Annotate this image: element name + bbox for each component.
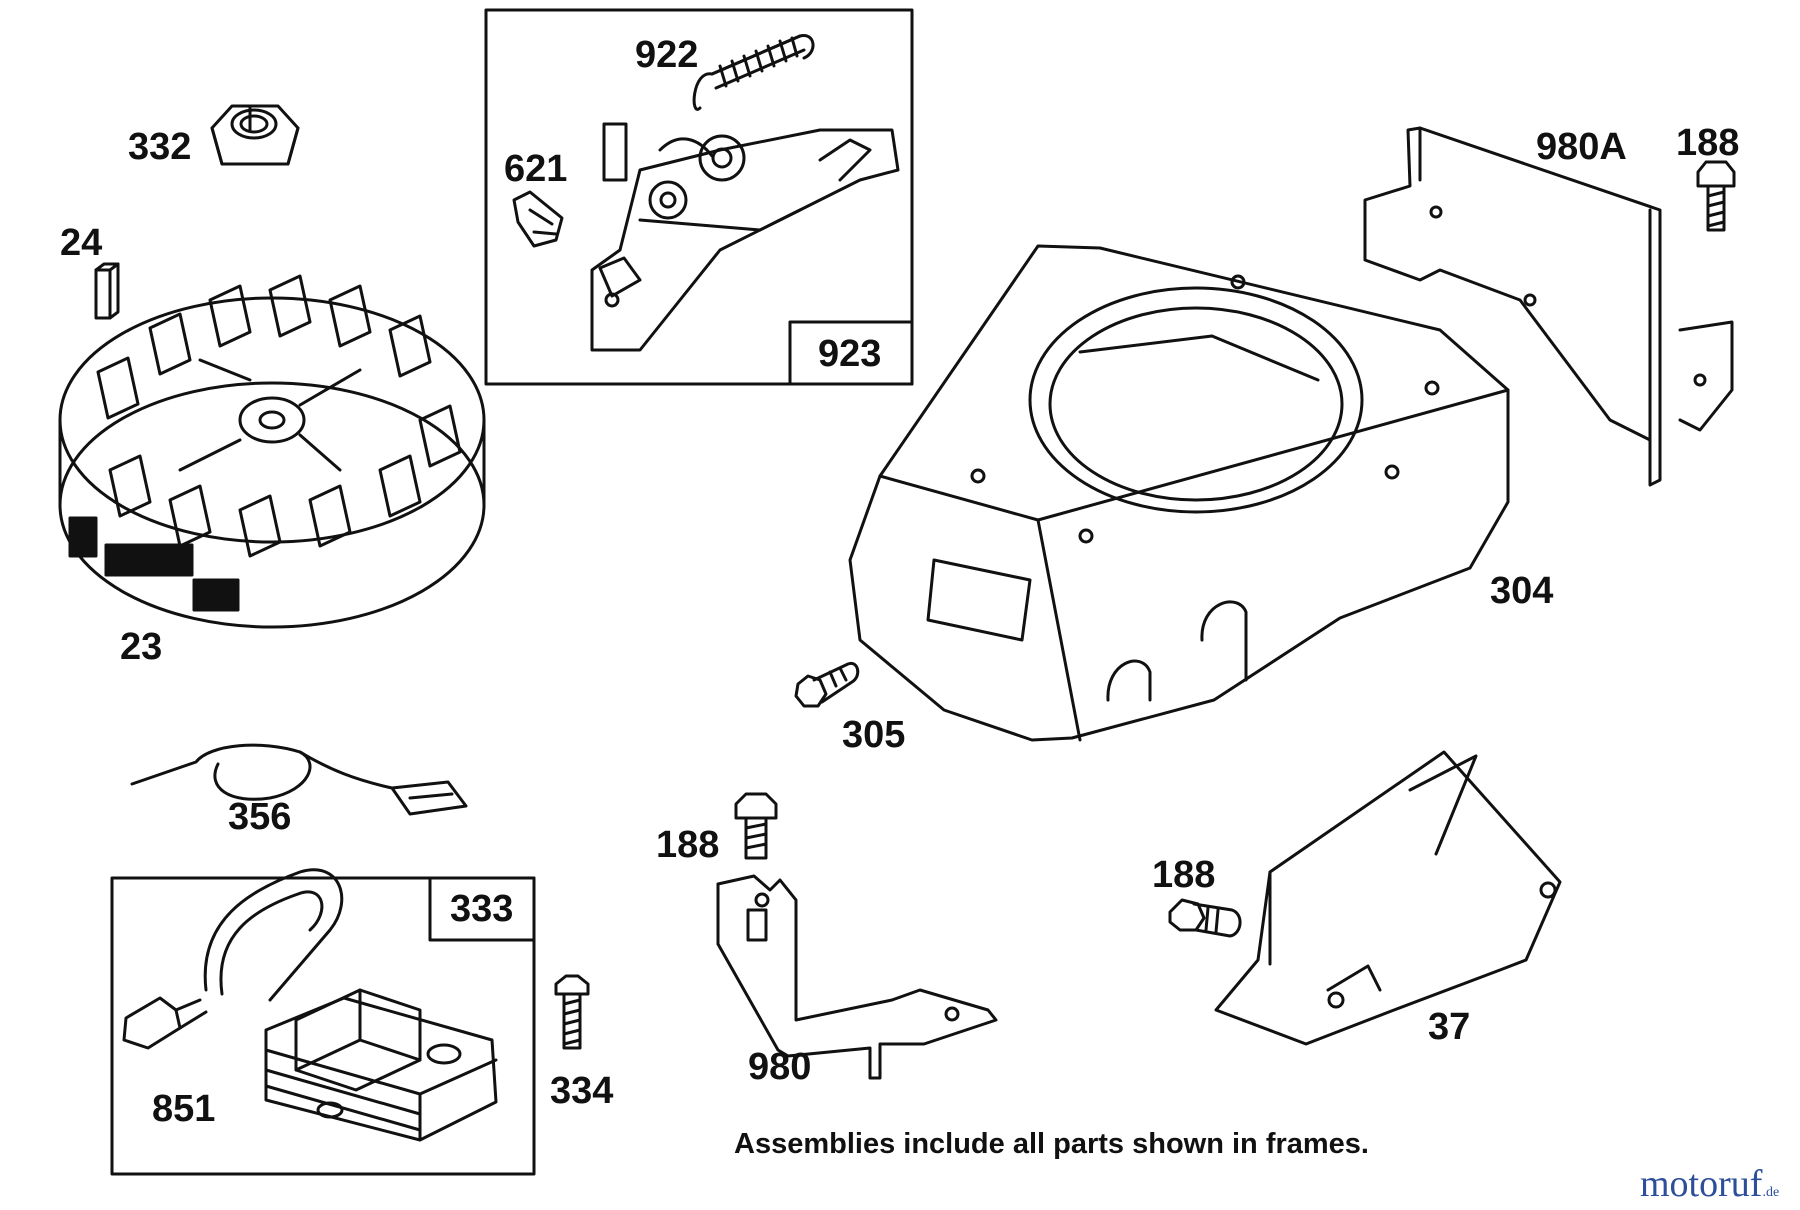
bolt-188-right (1168, 898, 1242, 938)
bolt-305 (794, 661, 860, 708)
frames-note: Assemblies include all parts shown in fr… (734, 1128, 1369, 1160)
clip-621 (512, 190, 564, 248)
label-356: 356 (228, 796, 292, 838)
label-304: 304 (1490, 570, 1554, 612)
air-guide-37 (1214, 750, 1562, 1046)
frame-333 (110, 876, 536, 1176)
label-621: 621 (504, 148, 568, 190)
blower-housing-304 (848, 244, 1510, 742)
motoruf-logo: motoruf.de (1640, 1162, 1779, 1206)
label-188-mid: 188 (656, 824, 720, 866)
wire-356 (130, 743, 468, 816)
label-333: 333 (450, 888, 514, 930)
label-980A: 980A (1536, 126, 1627, 168)
label-922: 922 (635, 34, 699, 76)
logo-name: motoruf (1640, 1163, 1763, 1205)
spring-922 (692, 34, 815, 111)
logo-tld: .de (1762, 1185, 1780, 1200)
armature-851 (122, 868, 498, 1142)
label-851: 851 (152, 1088, 216, 1130)
baffle-980A (1363, 126, 1734, 487)
label-923: 923 (818, 333, 882, 375)
bolt-188-top (1696, 160, 1736, 232)
bolt-188-mid (734, 792, 778, 860)
label-980: 980 (748, 1046, 812, 1088)
label-305: 305 (842, 714, 906, 756)
flywheel-23 (58, 274, 486, 629)
frame-923 (484, 8, 914, 386)
label-332: 332 (128, 126, 192, 168)
label-188-top: 188 (1676, 122, 1740, 164)
nut-332 (210, 104, 300, 166)
label-188-right: 188 (1152, 854, 1216, 896)
key-24 (94, 262, 120, 320)
label-24: 24 (60, 222, 103, 264)
screw-334 (554, 974, 590, 1050)
governor-linkage (590, 122, 900, 352)
label-37: 37 (1428, 1006, 1471, 1048)
bracket-980 (716, 874, 998, 1080)
label-334: 334 (550, 1070, 614, 1112)
label-23: 23 (120, 626, 163, 668)
